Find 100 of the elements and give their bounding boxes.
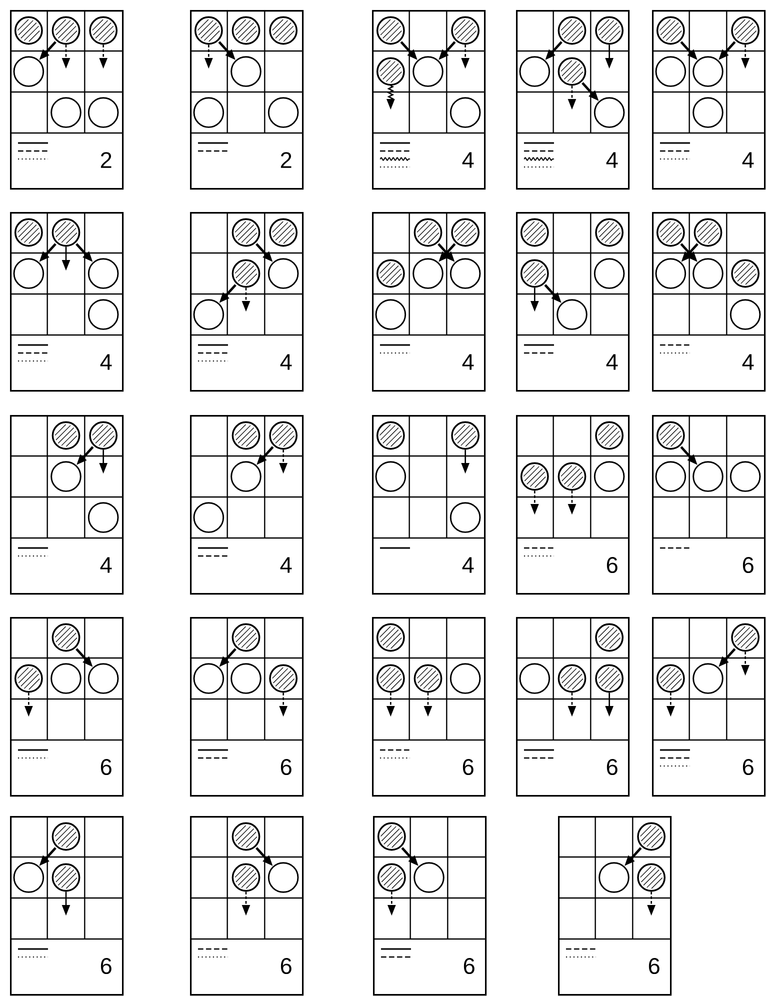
card: 6: [372, 617, 486, 797]
card: 4: [652, 212, 766, 392]
card: 4: [652, 10, 766, 190]
open-circle: [594, 258, 625, 289]
hatched-circle: [520, 462, 549, 491]
hatched-circle: [269, 421, 298, 450]
hatched-circle: [232, 16, 260, 45]
card: 4: [190, 415, 304, 595]
open-circle: [375, 461, 406, 492]
card: 4: [10, 415, 124, 595]
hatched-circle: [269, 16, 298, 45]
hatched-circle: [52, 822, 80, 851]
card: 6: [558, 816, 672, 996]
hatched-circle: [694, 218, 722, 247]
card: 6: [516, 617, 630, 797]
card: 4: [10, 212, 124, 392]
hatched-circle: [232, 863, 260, 892]
open-circle: [414, 862, 444, 893]
card: 6: [190, 617, 304, 797]
hatched-circle: [414, 218, 442, 247]
open-circle: [88, 502, 119, 533]
hatched-circle: [14, 16, 43, 45]
open-circle: [193, 97, 224, 128]
open-circle: [692, 461, 724, 492]
open-circle: [519, 56, 550, 87]
card: 4: [372, 415, 486, 595]
open-circle: [450, 97, 481, 128]
hatched-circle: [89, 16, 118, 45]
hatched-circle: [731, 16, 760, 45]
hatched-circle: [377, 822, 406, 851]
open-circle: [193, 299, 224, 330]
hatched-circle: [269, 664, 298, 693]
hatched-circle: [595, 421, 624, 450]
open-circle: [450, 502, 481, 533]
hatched-circle: [595, 16, 624, 45]
open-circle: [519, 663, 550, 694]
hatched-circle: [14, 218, 43, 247]
card: 6: [652, 617, 766, 797]
card: 6: [652, 415, 766, 595]
hatched-circle: [232, 421, 260, 450]
hatched-circle: [376, 16, 405, 45]
hatched-circle: [656, 16, 685, 45]
open-circle: [594, 97, 625, 128]
card: 4: [516, 212, 630, 392]
hatched-circle: [52, 218, 80, 247]
card: 6: [373, 816, 487, 996]
hatched-circle: [656, 218, 685, 247]
open-circle: [230, 461, 262, 492]
open-circle: [556, 299, 588, 330]
hatched-circle: [595, 623, 624, 652]
hatched-circle: [451, 16, 480, 45]
hatched-circle: [520, 259, 549, 288]
open-circle: [450, 258, 481, 289]
hatched-circle: [414, 664, 442, 693]
open-circle: [730, 461, 761, 492]
hatched-circle: [52, 16, 80, 45]
hatched-circle: [52, 421, 80, 450]
hatched-circle: [52, 863, 80, 892]
hatched-circle: [376, 664, 405, 693]
open-circle: [655, 461, 686, 492]
open-circle: [193, 663, 224, 694]
hatched-circle: [376, 421, 405, 450]
card: 4: [372, 10, 486, 190]
hatched-circle: [376, 259, 405, 288]
open-circle: [375, 299, 406, 330]
open-circle: [88, 663, 119, 694]
hatched-circle: [451, 218, 480, 247]
open-circle: [692, 56, 724, 87]
open-circle: [88, 299, 119, 330]
card: 2: [190, 10, 304, 190]
open-circle: [450, 663, 481, 694]
card: 4: [190, 212, 304, 392]
open-circle: [594, 461, 625, 492]
hatched-circle: [89, 421, 118, 450]
open-circle: [598, 862, 630, 893]
hatched-circle: [637, 863, 666, 892]
card: 6: [10, 617, 124, 797]
open-circle: [692, 663, 724, 694]
hatched-circle: [232, 259, 260, 288]
open-circle: [655, 56, 686, 87]
hatched-circle: [269, 218, 298, 247]
hatched-circle: [232, 218, 260, 247]
open-circle: [412, 56, 444, 87]
open-circle: [655, 258, 686, 289]
open-circle: [692, 97, 724, 128]
hatched-circle: [595, 218, 624, 247]
hatched-circle: [558, 57, 586, 86]
open-circle: [268, 862, 299, 893]
hatched-circle: [451, 421, 480, 450]
card: 2: [10, 10, 124, 190]
hatched-circle: [731, 623, 760, 652]
open-circle: [730, 299, 761, 330]
open-circle: [268, 258, 299, 289]
hatched-circle: [558, 16, 586, 45]
hatched-circle: [656, 421, 685, 450]
card: 4: [516, 10, 630, 190]
open-circle: [412, 258, 444, 289]
open-circle: [50, 461, 82, 492]
card: 6: [516, 415, 630, 595]
open-circle: [230, 56, 262, 87]
